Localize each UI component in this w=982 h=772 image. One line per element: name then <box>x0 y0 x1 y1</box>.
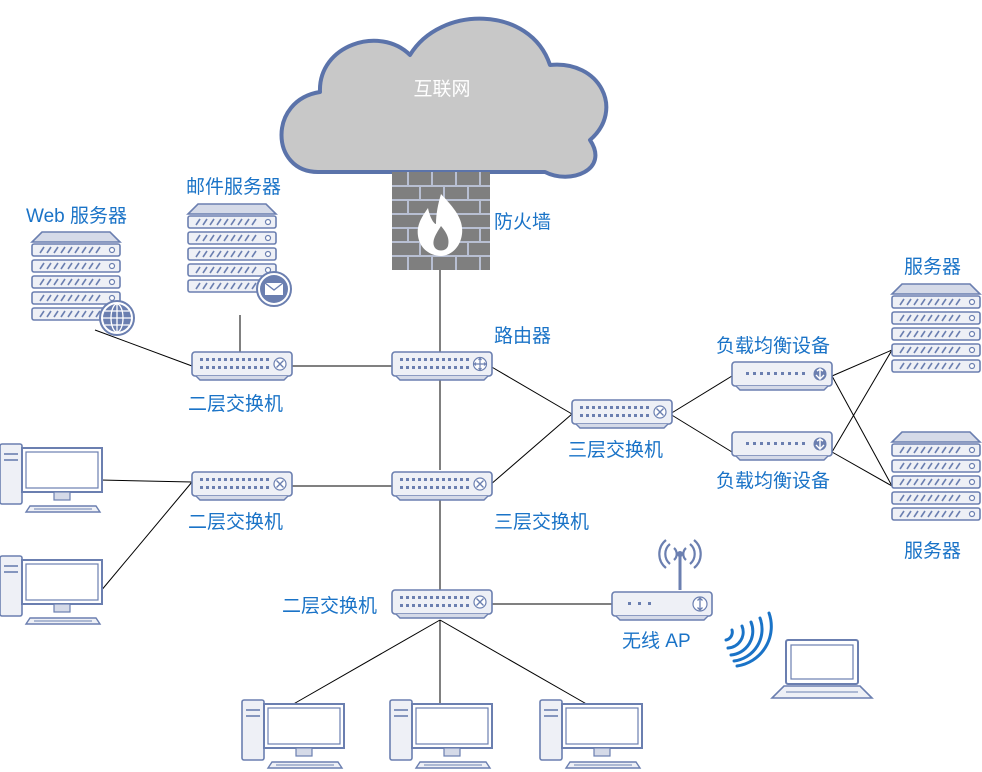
server-bottom-icon[interactable] <box>890 431 982 521</box>
wireless-ap-label: 无线 AP <box>622 630 691 652</box>
server-top-label: 服务器 <box>904 256 961 278</box>
desktop-icon[interactable] <box>539 699 643 769</box>
internet-label: 互联网 <box>413 78 470 100</box>
firewall-label: 防火墙 <box>494 211 551 233</box>
mail-icon <box>256 271 292 307</box>
mail-server-icon[interactable] <box>186 203 278 293</box>
l3-switch-right-icon[interactable] <box>571 399 673 429</box>
load-balancer-2-label: 负载均衡设备 <box>716 470 830 492</box>
desktop-icon[interactable] <box>241 699 345 769</box>
l3-switch-center-label: 三层交换机 <box>494 511 589 533</box>
router-label: 路由器 <box>494 325 551 347</box>
load-balancer-2-icon[interactable] <box>731 431 833 461</box>
wireless-ap-icon[interactable] <box>611 539 713 621</box>
router-icon[interactable] <box>391 351 493 381</box>
desktop-icon[interactable] <box>389 699 493 769</box>
firewall-icon <box>392 172 490 270</box>
globe-icon <box>99 300 135 336</box>
internet-cloud-icon <box>279 16 609 179</box>
web-server-icon[interactable] <box>30 231 122 321</box>
l2-switch-top-icon[interactable] <box>191 351 293 381</box>
l2-switch-top-label: 二层交换机 <box>188 393 283 415</box>
wifi-icon <box>658 539 702 569</box>
l3-switch-center-icon[interactable] <box>391 471 493 501</box>
laptop-icon[interactable] <box>770 639 874 699</box>
l2-switch-bottom-icon[interactable] <box>391 589 493 619</box>
load-balancer-1-icon[interactable] <box>731 361 833 391</box>
mail-server-label: 邮件服务器 <box>186 176 281 198</box>
l2-switch-mid-label: 二层交换机 <box>188 511 283 533</box>
server-top-icon[interactable] <box>890 283 982 373</box>
desktop-icon[interactable] <box>0 555 103 625</box>
wifi-waves-icon <box>724 611 773 668</box>
l2-switch-mid-icon[interactable] <box>191 471 293 501</box>
load-balancer-1-label: 负载均衡设备 <box>716 335 830 357</box>
desktop-icon[interactable] <box>0 443 103 513</box>
l2-switch-bottom-label: 二层交换机 <box>282 595 377 617</box>
web-server-label: Web 服务器 <box>26 205 127 227</box>
links <box>94 252 893 707</box>
server-bottom-label: 服务器 <box>904 540 961 562</box>
l3-switch-right-label: 三层交换机 <box>568 439 663 461</box>
